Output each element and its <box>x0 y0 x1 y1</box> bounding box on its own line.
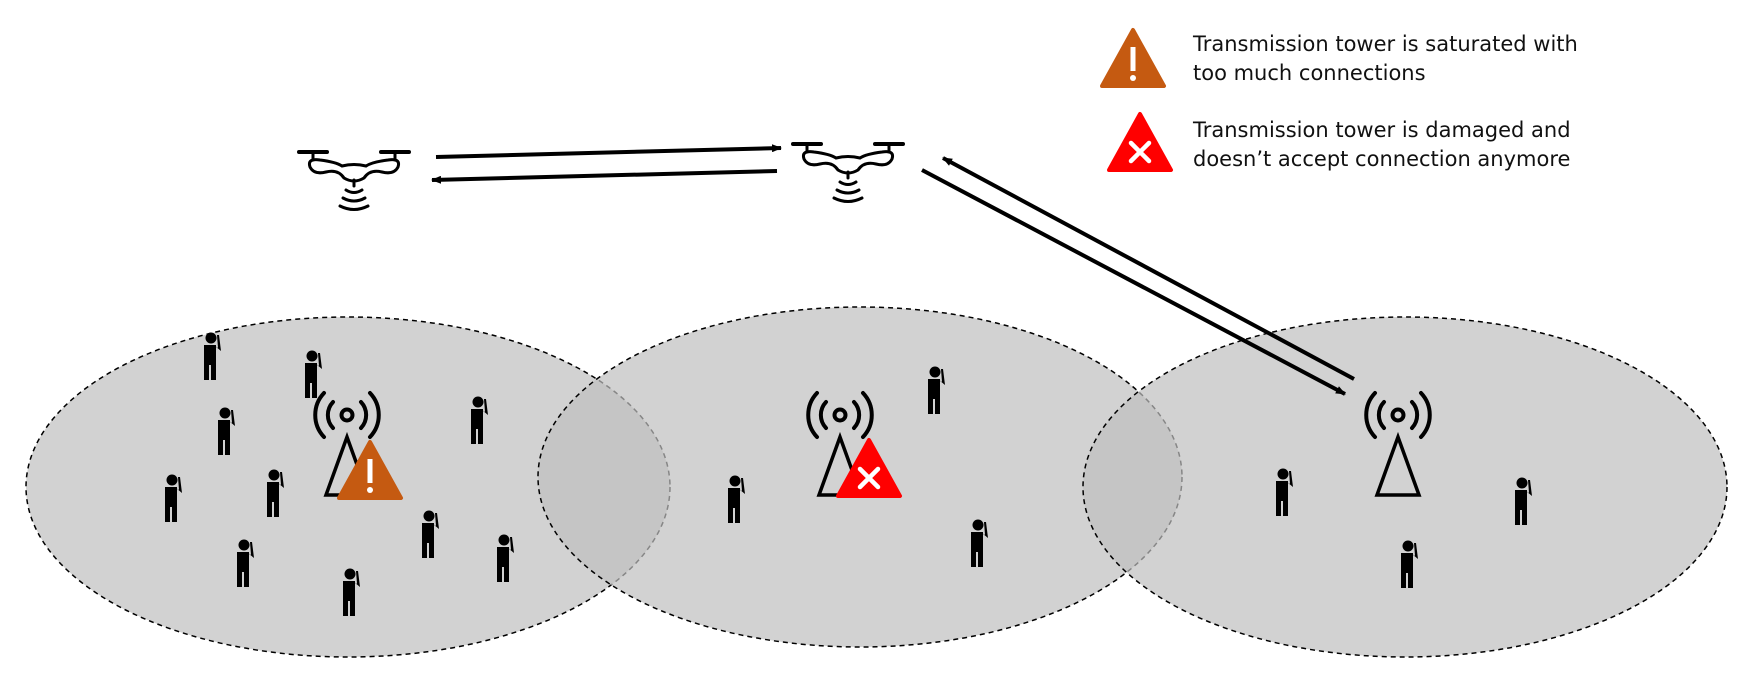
coverage-zone-right <box>1082 316 1728 658</box>
legend-warning-triangle-icon <box>1100 28 1166 88</box>
legend-damaged-line2: doesn’t accept connection anymore <box>1193 147 1571 171</box>
legend-saturated-line1: Transmission tower is saturated with <box>1193 32 1578 56</box>
link-arrow <box>431 169 778 184</box>
link-arrow <box>942 156 1355 381</box>
legend-damaged-line1: Transmission tower is damaged and <box>1193 118 1571 142</box>
link-arrow <box>435 144 782 159</box>
legend-damaged-text: Transmission tower is damaged and doesn’… <box>1193 116 1613 174</box>
drone-icon <box>297 150 411 212</box>
legend-error-triangle-icon <box>1109 114 1171 170</box>
link-arrow <box>921 168 1346 396</box>
legend-saturated-text: Transmission tower is saturated with too… <box>1193 30 1613 88</box>
communication-links <box>431 144 1355 396</box>
legend-saturated-line2: too much connections <box>1193 61 1426 85</box>
drone-icon <box>791 142 905 204</box>
